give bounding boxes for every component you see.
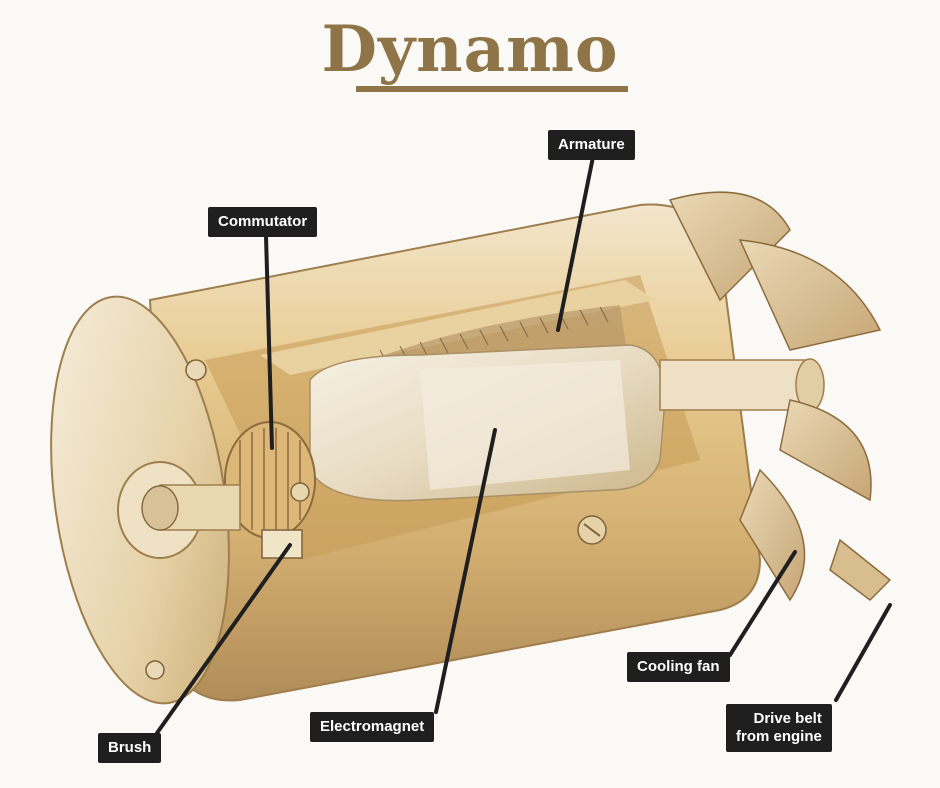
electromagnet-leader-line <box>434 428 497 714</box>
drive-belt-leader-line <box>834 603 892 702</box>
armature-leader-line <box>556 155 595 332</box>
diagram-title: Dynamo <box>321 12 619 87</box>
front-shaft <box>117 461 241 559</box>
label-commutator: Commutator <box>208 207 318 237</box>
brush-leader-line <box>155 543 292 735</box>
label-drive-belt: Drive belt from engine <box>726 704 832 752</box>
label-electromagnet: Electromagnet <box>310 712 435 742</box>
title-underline <box>356 86 628 92</box>
label-armature: Armature <box>548 130 635 160</box>
housing-screws <box>145 359 607 680</box>
label-brush: Brush <box>98 733 162 763</box>
label-cooling-fan: Cooling fan <box>627 652 730 682</box>
rear-shaft <box>659 358 825 412</box>
commutator-ring <box>224 421 316 539</box>
cooling-fan <box>668 191 892 602</box>
commutator-leader-line <box>264 234 274 450</box>
electromagnet-core <box>309 344 666 502</box>
cooling-fan-leader-line <box>728 550 797 657</box>
